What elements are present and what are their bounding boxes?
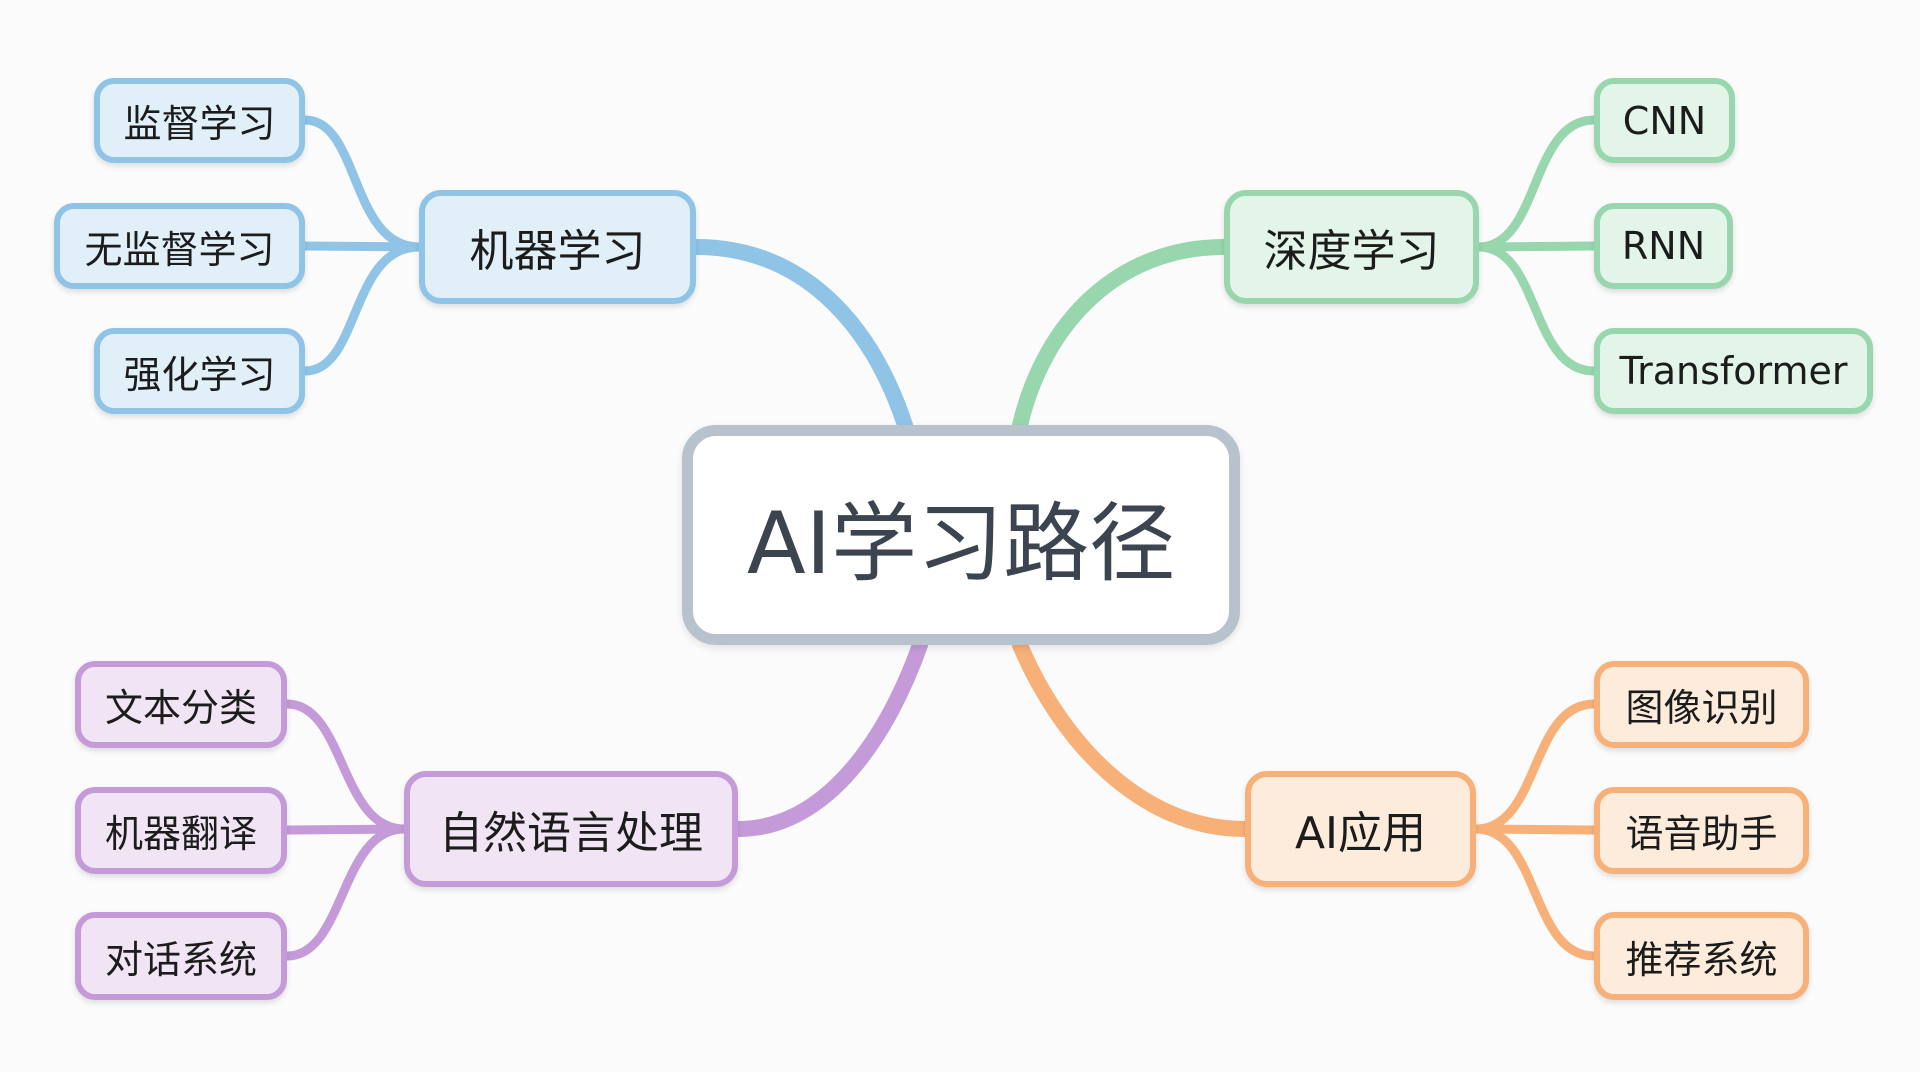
leaf-label: 图像识别: [1625, 686, 1778, 730]
leaf-machine-translation[interactable]: 机器翻译: [75, 787, 287, 874]
branch-nlp[interactable]: 自然语言处理: [404, 771, 738, 887]
branch-label: 自然语言处理: [439, 808, 703, 859]
leaf-image-recognition[interactable]: 图像识别: [1594, 661, 1809, 748]
leaf-label: CNN: [1622, 98, 1707, 143]
leaf-dialogue-system[interactable]: 对话系统: [75, 912, 287, 1000]
leaf-text-classification[interactable]: 文本分类: [75, 661, 287, 748]
leaf-rnn[interactable]: RNN: [1594, 203, 1733, 289]
leaf-label: 对话系统: [104, 937, 257, 982]
leaf-label: 语音助手: [1625, 812, 1778, 856]
leaf-label: 无监督学习: [84, 227, 275, 272]
leaf-label: Transformer: [1619, 349, 1848, 393]
leaf-label: RNN: [1621, 224, 1706, 268]
central-topic[interactable]: AI学习路径: [682, 425, 1240, 645]
leaf-label: 文本分类: [104, 686, 257, 730]
leaf-voice-assistant[interactable]: 语音助手: [1594, 787, 1809, 874]
leaf-unsupervised-learning[interactable]: 无监督学习: [54, 203, 305, 289]
leaf-supervised-learning[interactable]: 监督学习: [94, 78, 305, 163]
leaf-label: 推荐系统: [1625, 937, 1778, 982]
branch-ai-applications[interactable]: AI应用: [1245, 771, 1476, 887]
branch-label: 深度学习: [1263, 226, 1440, 277]
branch-machine-learning[interactable]: 机器学习: [419, 190, 696, 304]
leaf-label: 监督学习: [123, 102, 276, 146]
leaf-cnn[interactable]: CNN: [1594, 78, 1735, 163]
central-topic-label: AI学习路径: [746, 493, 1176, 594]
leaf-label: 机器翻译: [104, 812, 257, 856]
branch-label: 机器学习: [469, 226, 646, 277]
branch-label: AI应用: [1294, 808, 1427, 859]
leaf-label: 强化学习: [123, 352, 276, 397]
leaf-recommendation-system[interactable]: 推荐系统: [1594, 912, 1809, 1000]
leaf-transformer[interactable]: Transformer: [1594, 328, 1873, 414]
branch-deep-learning[interactable]: 深度学习: [1224, 190, 1479, 304]
leaf-reinforcement-learning[interactable]: 强化学习: [94, 328, 305, 414]
